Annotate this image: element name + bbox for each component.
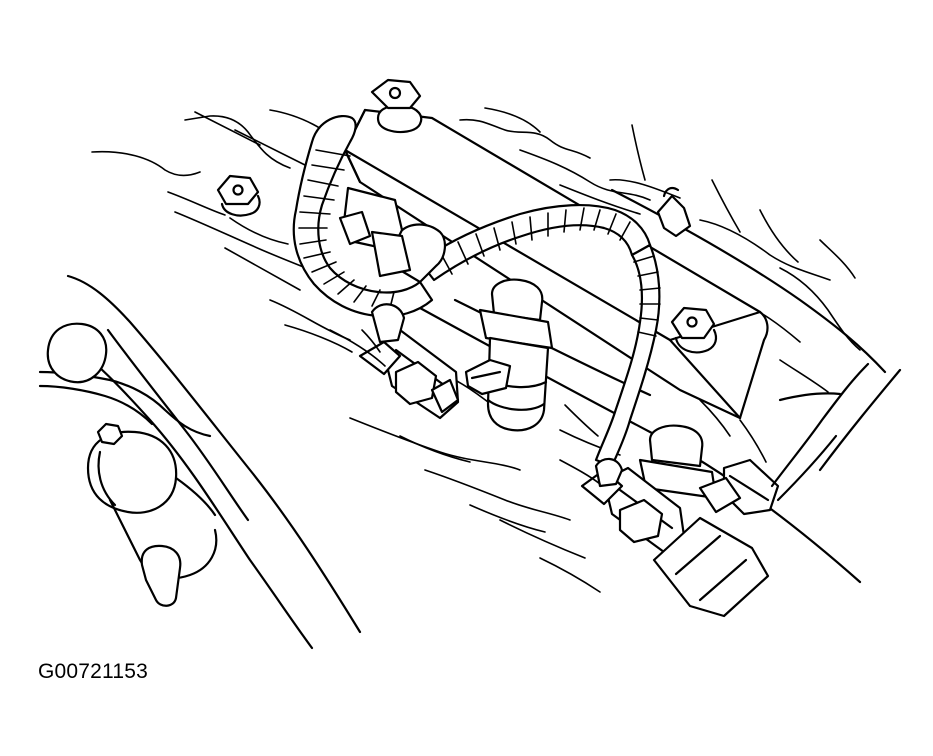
figure-code-label: G00721153	[38, 660, 149, 683]
bolt-right	[670, 306, 718, 354]
mounting-bolts	[216, 78, 718, 354]
injector-2	[464, 278, 554, 432]
connector-right	[580, 457, 686, 554]
bolt-left	[216, 174, 261, 217]
bolt-top	[370, 78, 423, 134]
injector-3	[638, 424, 718, 500]
fuel-injectors	[338, 186, 718, 500]
connector-plug-right	[652, 458, 780, 618]
left-pipe-and-cap	[38, 274, 362, 650]
right-side-wires	[770, 362, 870, 502]
detail-strokes	[229, 217, 767, 485]
injector-1	[338, 186, 412, 278]
